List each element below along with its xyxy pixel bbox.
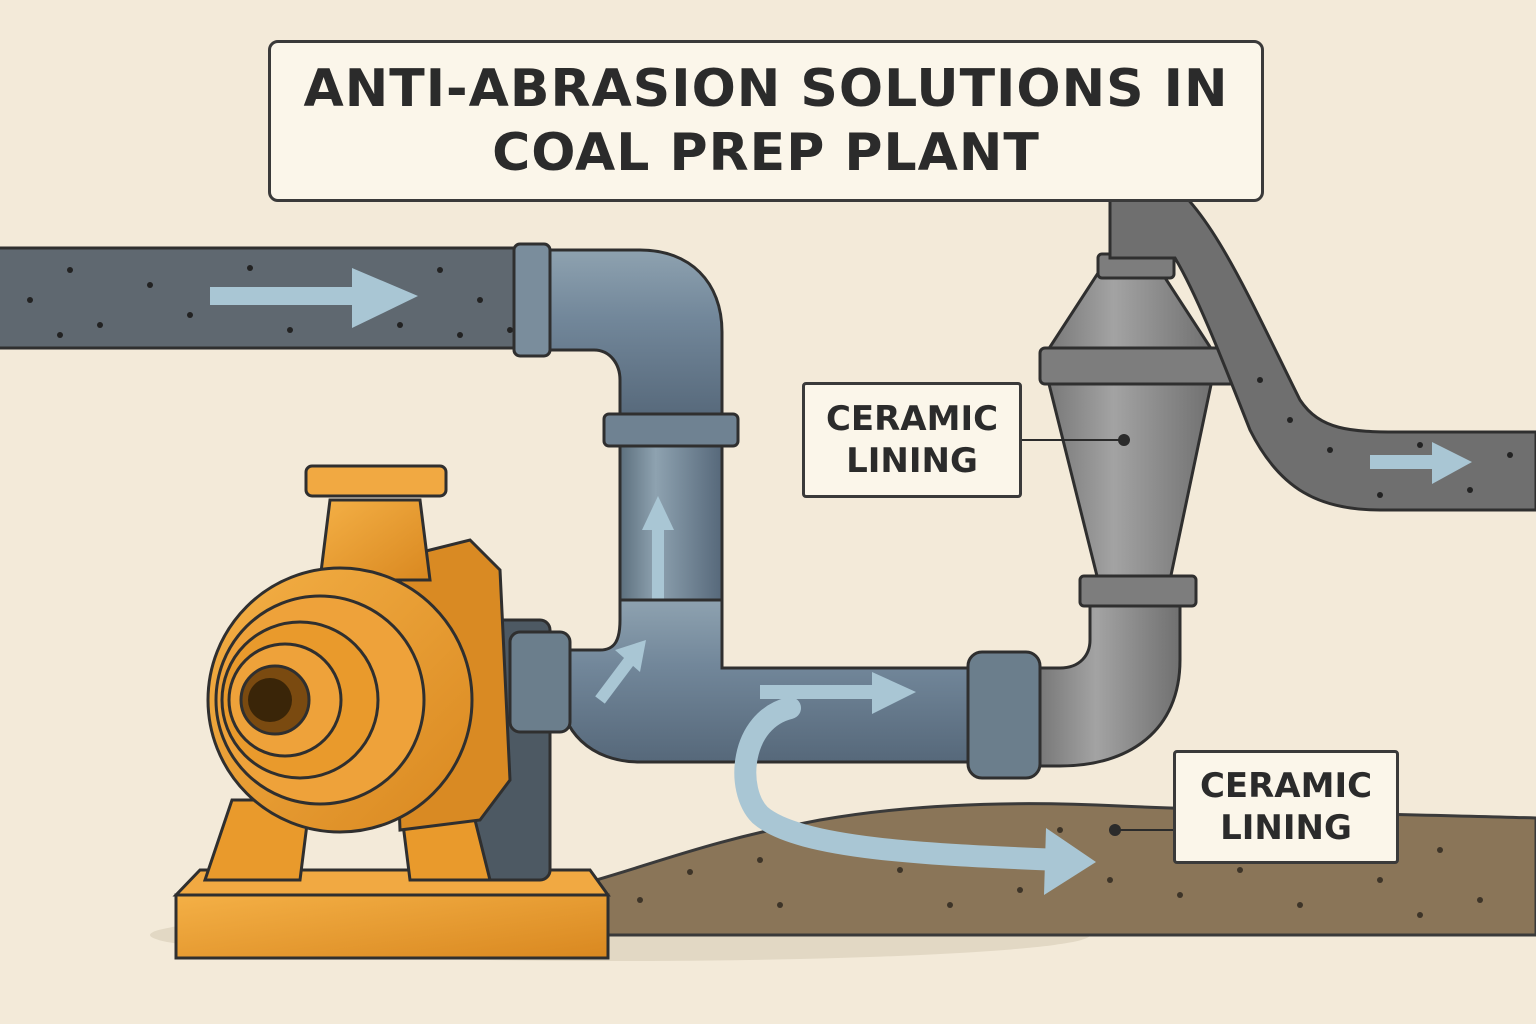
flow-arrow-bend-head	[615, 640, 646, 672]
pump-discharge-flange	[304, 464, 448, 498]
diagram-title: ANTI-ABRASION SOLUTIONS IN COAL PREP PLA…	[268, 40, 1264, 202]
callout-dot-ground	[1109, 824, 1121, 836]
pipe-coupling	[966, 650, 1042, 780]
flow-arrow-lower-head	[872, 672, 916, 714]
title-line-2: COAL PREP PLANT	[492, 123, 1040, 183]
callout-ceramic-lining-cyclone: CERAMIC LINING	[802, 382, 1022, 498]
cyclone-body	[1046, 378, 1214, 582]
flow-arrow-inlet-head	[352, 268, 418, 328]
flange-riser	[602, 412, 740, 448]
flow-arrow-outlet-head	[1432, 442, 1472, 484]
pump-discharge-nozzle	[318, 498, 432, 582]
flow-arrow-bend	[595, 656, 635, 704]
cyclone-flange-mid	[1038, 346, 1242, 386]
pump-base	[174, 893, 610, 960]
pump-suction-bore	[248, 678, 292, 722]
flow-arrow-sediment	[734, 697, 1071, 871]
flow-arrow-riser-head	[642, 496, 674, 530]
flow-arrow-sediment-head	[1044, 828, 1096, 895]
callout-line-1: CERAMIC	[1199, 766, 1373, 806]
callout-dot-cyclone	[1118, 434, 1130, 446]
title-line-1: ANTI-ABRASION SOLUTIONS IN	[303, 59, 1229, 119]
elbow-collar-top	[512, 242, 552, 358]
cyclone-flange-bottom	[1078, 574, 1198, 608]
gray-elbow	[1038, 588, 1182, 768]
pipe-elbow-top	[518, 248, 724, 422]
callout-line-2: LINING	[1220, 808, 1352, 848]
pipe-lower-bend	[558, 598, 992, 764]
callout-line-1: CERAMIC	[825, 399, 999, 439]
callout-line-2: LINING	[846, 441, 978, 481]
pump-shaft-collar	[508, 630, 572, 734]
callout-ceramic-lining-ground: CERAMIC LINING	[1173, 750, 1399, 864]
